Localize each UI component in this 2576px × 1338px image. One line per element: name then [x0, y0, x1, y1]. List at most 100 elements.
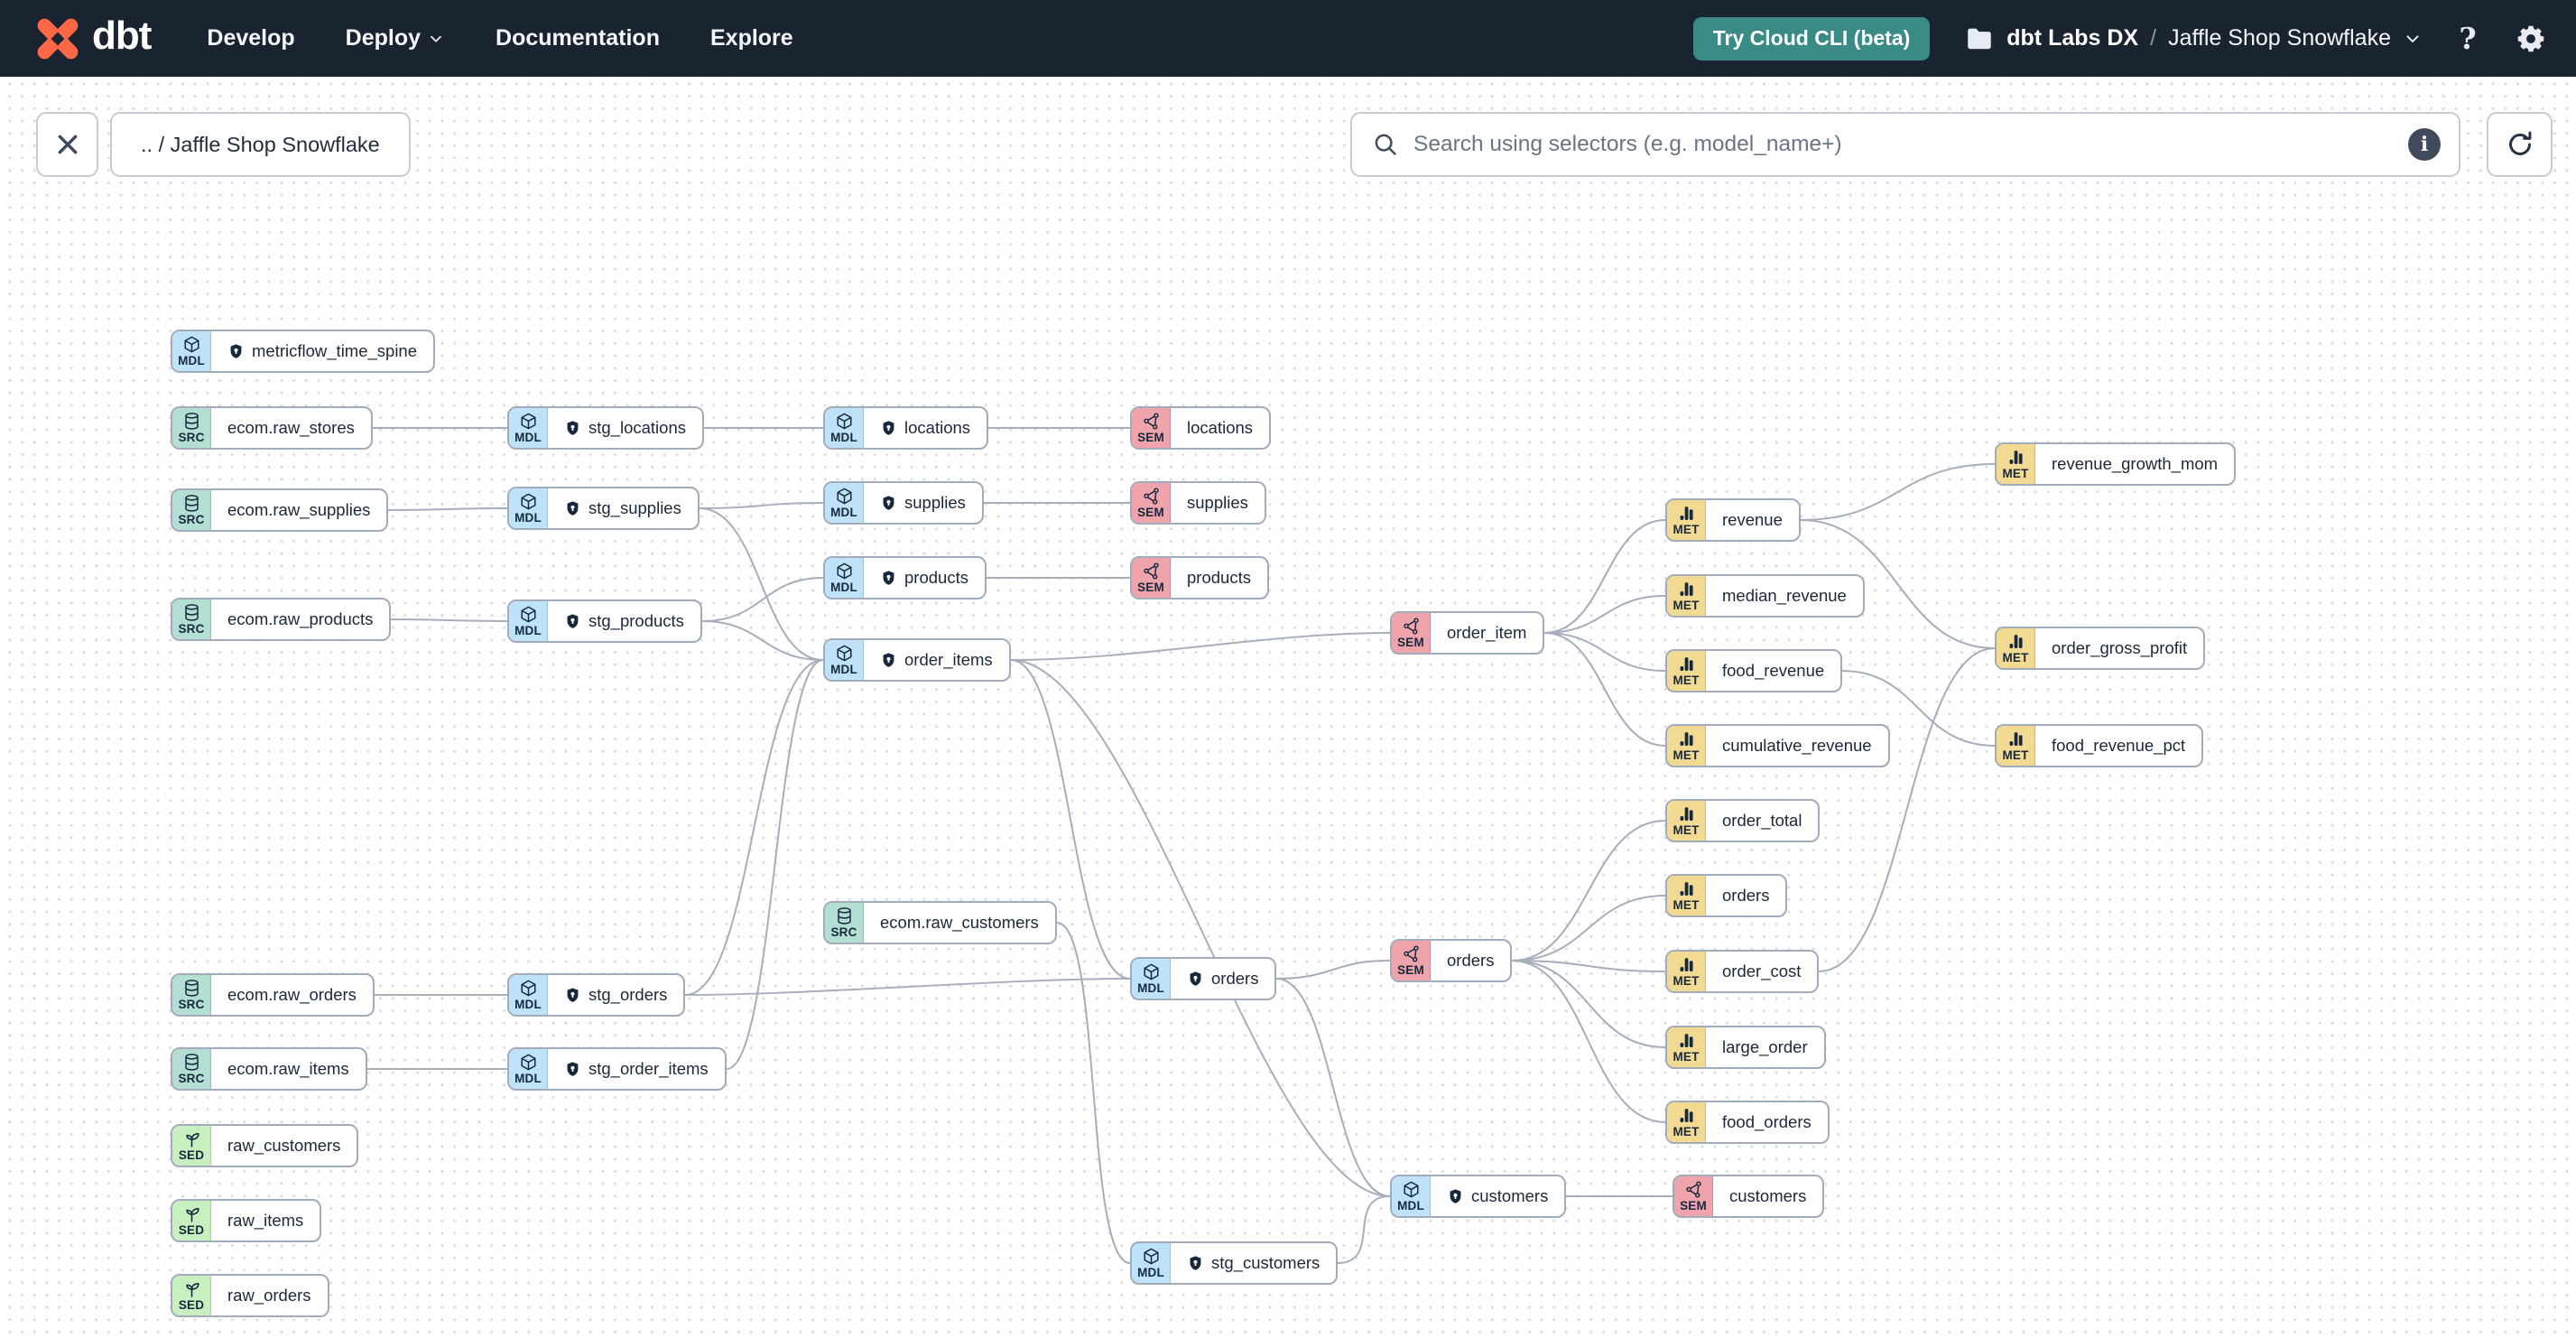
- node-type-badge: SRC: [178, 1072, 205, 1086]
- node-type-badge: SED: [178, 1148, 205, 1163]
- node-label: customers: [1729, 1186, 1807, 1205]
- node-type-badge: MDL: [514, 998, 542, 1012]
- graph-node-ecom_raw_items[interactable]: SRC ecom.raw_items: [171, 1047, 367, 1091]
- nav-develop[interactable]: Develop: [207, 25, 294, 51]
- node-type-badge: MET: [2002, 748, 2029, 763]
- node-label: large_order: [1722, 1037, 1808, 1056]
- node-type-badge: MDL: [514, 1072, 542, 1086]
- node-label: ecom.raw_items: [227, 1059, 349, 1078]
- graph-node-metricflow_time_spine[interactable]: MDL metricflow_time_spine: [171, 330, 436, 373]
- edge-revenue-to-order_gross_profit: [1800, 519, 1996, 649]
- node-type-badge: MDL: [1137, 981, 1164, 996]
- edge-order_item_sem-to-revenue: [1543, 519, 1666, 634]
- try-cloud-cli-button[interactable]: Try Cloud CLI (beta): [1692, 16, 1931, 60]
- cube-icon: MDL: [825, 483, 864, 523]
- graph-node-large_order[interactable]: MET large_order: [1665, 1026, 1826, 1069]
- nav-explore-label: Explore: [709, 25, 793, 51]
- project-name[interactable]: Jaffle Shop Snowflake: [2168, 25, 2391, 51]
- settings-gear-icon[interactable]: [2513, 21, 2549, 57]
- share-network-icon: SEM: [1392, 941, 1431, 980]
- refresh-button[interactable]: [2487, 112, 2553, 177]
- cube-icon: MDL: [1132, 1243, 1171, 1283]
- edge-orders_sem-to-order_total: [1511, 820, 1666, 962]
- help-icon[interactable]: ?: [2450, 21, 2486, 57]
- node-type-badge: MET: [1673, 898, 1700, 913]
- edge-orders_sem-to-orders_metric: [1511, 895, 1666, 962]
- node-label: supplies: [1187, 493, 1248, 512]
- node-type-badge: SEM: [1397, 963, 1424, 978]
- lineage-breadcrumb-chip[interactable]: .. / Jaffle Shop Snowflake: [110, 112, 411, 177]
- close-lineage-button[interactable]: [36, 112, 98, 177]
- info-icon[interactable]: i: [2408, 128, 2441, 161]
- account-name[interactable]: dbt Labs DX: [2006, 25, 2139, 51]
- graph-node-ecom_raw_supplies[interactable]: SRC ecom.raw_supplies: [171, 488, 389, 532]
- node-label: ecom.raw_orders: [227, 985, 357, 1004]
- edge-order_items-to-orders_model: [1010, 659, 1131, 980]
- nav-explore[interactable]: Explore: [710, 25, 793, 51]
- node-label: locations: [1187, 418, 1254, 437]
- node-label: ecom.raw_supplies: [227, 500, 371, 519]
- cube-icon: MDL: [825, 558, 864, 598]
- edge-stg_products-to-order_items: [701, 620, 824, 661]
- node-type-badge: MET: [1673, 599, 1700, 613]
- graph-node-supplies_sem[interactable]: SEM supplies: [1130, 481, 1266, 525]
- database-icon: SRC: [825, 903, 864, 943]
- dbt-logo[interactable]: dbt: [34, 15, 152, 62]
- edge-stg_orders-to-order_items: [684, 659, 824, 996]
- node-label: ecom.raw_products: [227, 609, 374, 628]
- node-type-badge: MET: [1673, 1125, 1700, 1139]
- node-label: metricflow_time_spine: [252, 341, 418, 360]
- node-type-badge: SED: [178, 1298, 205, 1313]
- chevron-down-icon[interactable]: [2403, 29, 2423, 49]
- share-network-icon: SEM: [1132, 483, 1171, 523]
- node-type-badge: MET: [1673, 1050, 1700, 1064]
- cube-icon: MDL: [509, 601, 548, 641]
- search-icon: [1375, 134, 1396, 155]
- nav-documentation[interactable]: Documentation: [496, 25, 660, 51]
- nav-deploy[interactable]: Deploy: [346, 25, 445, 51]
- search-input[interactable]: [1412, 131, 2395, 158]
- lineage-toolbar: .. / Jaffle Shop Snowflake i: [0, 112, 2576, 177]
- node-label: stg_supplies: [588, 498, 681, 517]
- cube-icon: MDL: [172, 331, 211, 371]
- edge-stg_products-to-products_model: [701, 577, 824, 622]
- node-type-badge: SRC: [178, 513, 205, 527]
- top-navbar: dbt Develop Deploy Documentation Explore: [0, 0, 2576, 77]
